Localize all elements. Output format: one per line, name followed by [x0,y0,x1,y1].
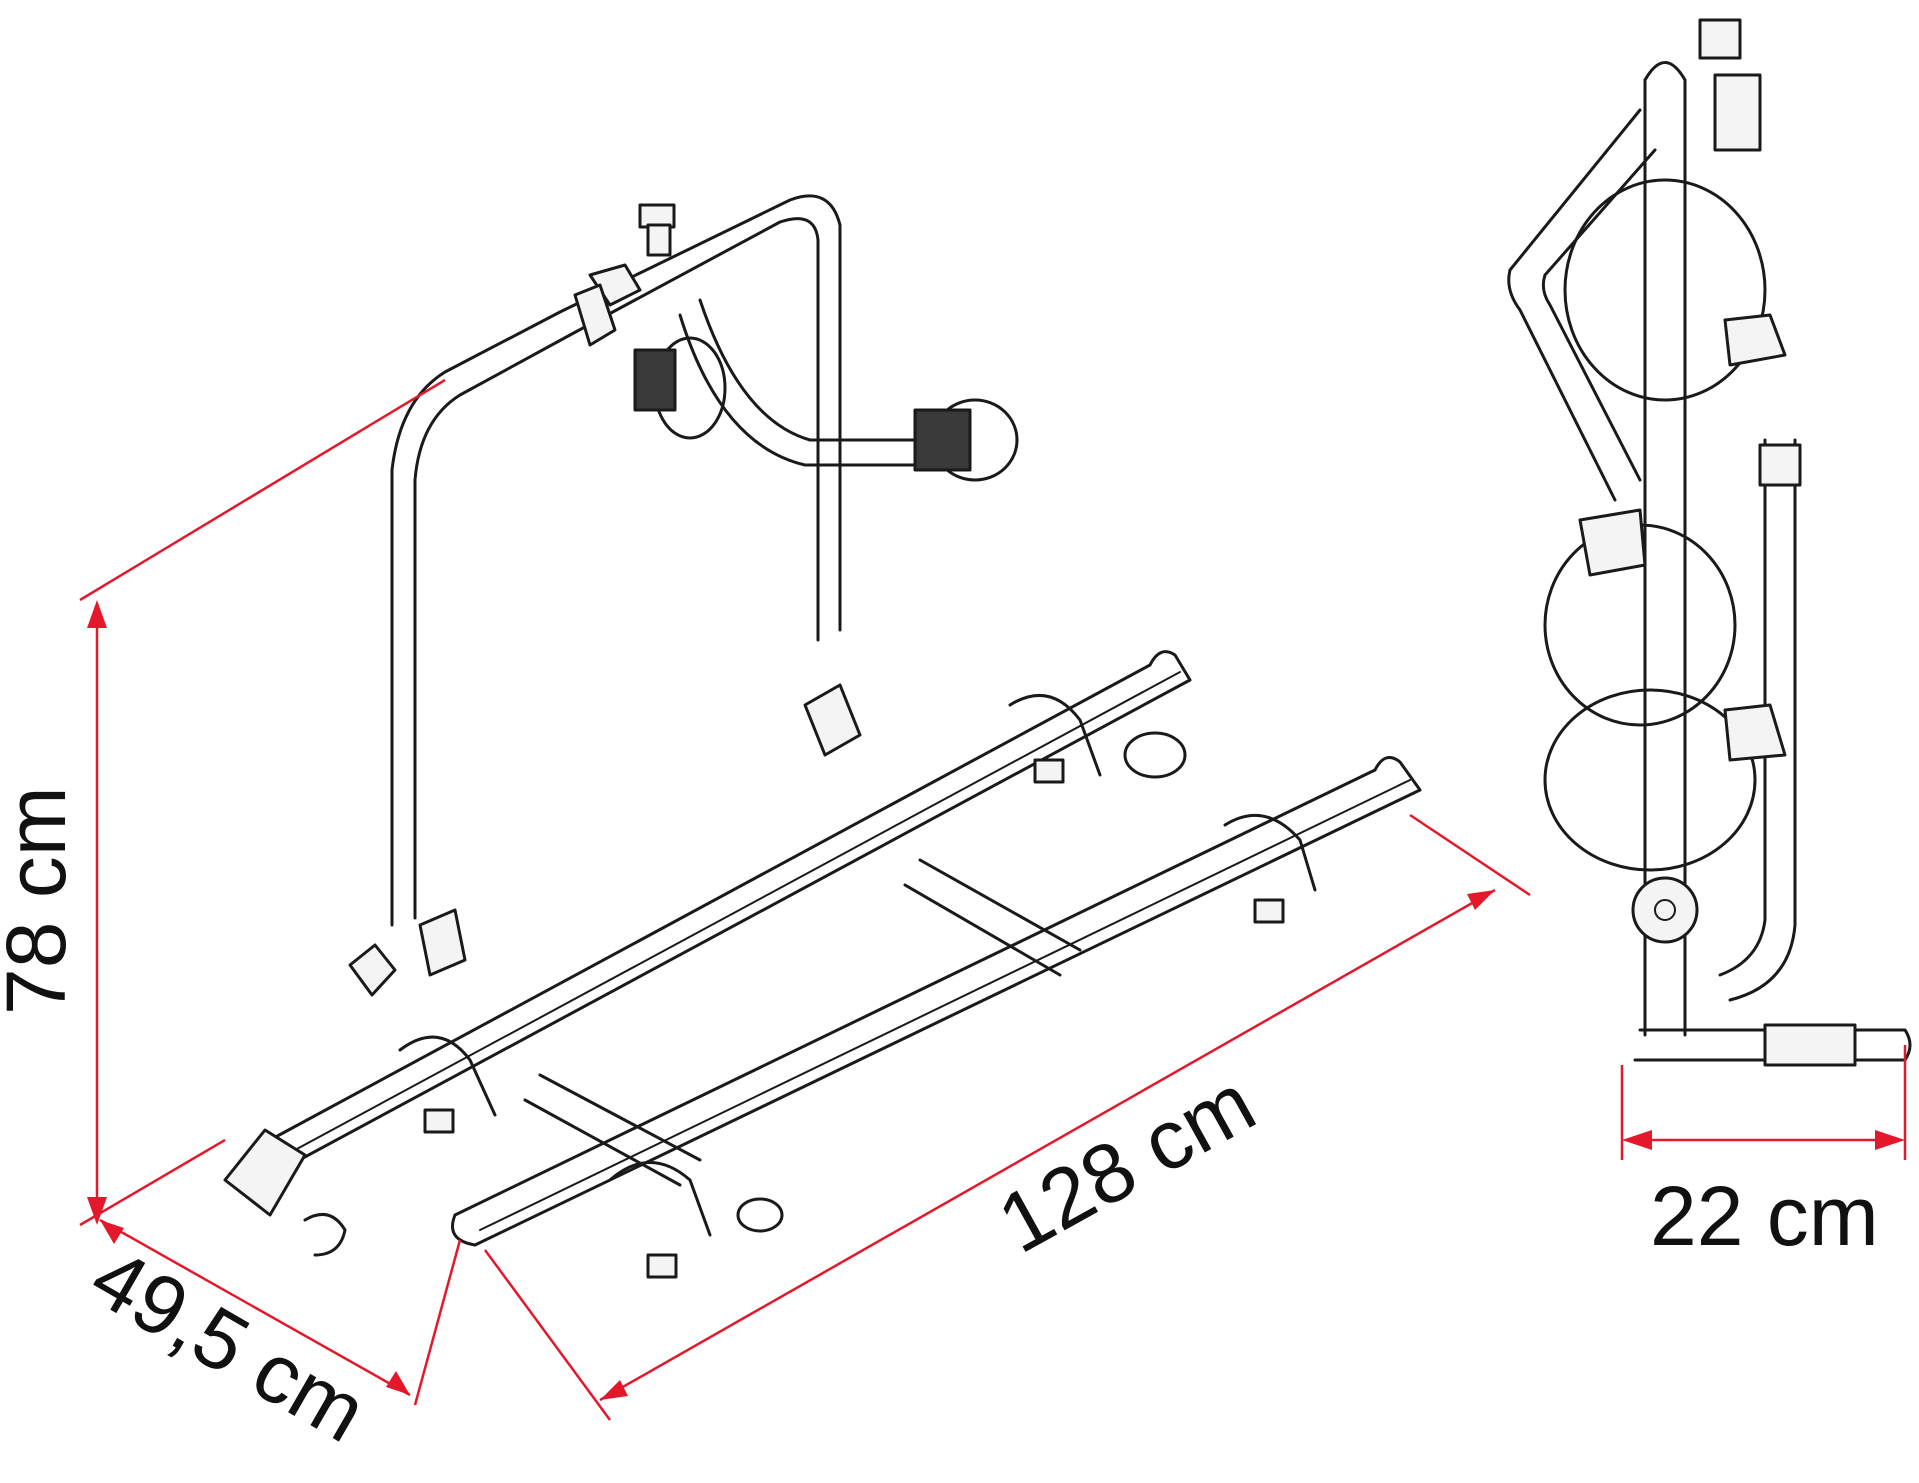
dimension-depth [99,1218,462,1406]
side-width-label: 22 cm [1650,1169,1879,1263]
depth-label: 49,5 cm [76,1229,382,1460]
rail-front [451,756,1422,1247]
dimension-height [79,378,446,1227]
rail-back [268,650,1192,1167]
dimension-length [483,813,1531,1421]
rack-perspective-view [223,194,1422,1279]
length-label: 128 cm [983,1055,1270,1271]
rack-side-view [1507,18,1912,1067]
top-knob [573,203,676,347]
dimension-side-width [1620,1045,1907,1160]
height-label: 78 cm [0,786,83,1015]
bike-claw-right [913,398,1019,482]
bike-claw-left [633,336,727,440]
